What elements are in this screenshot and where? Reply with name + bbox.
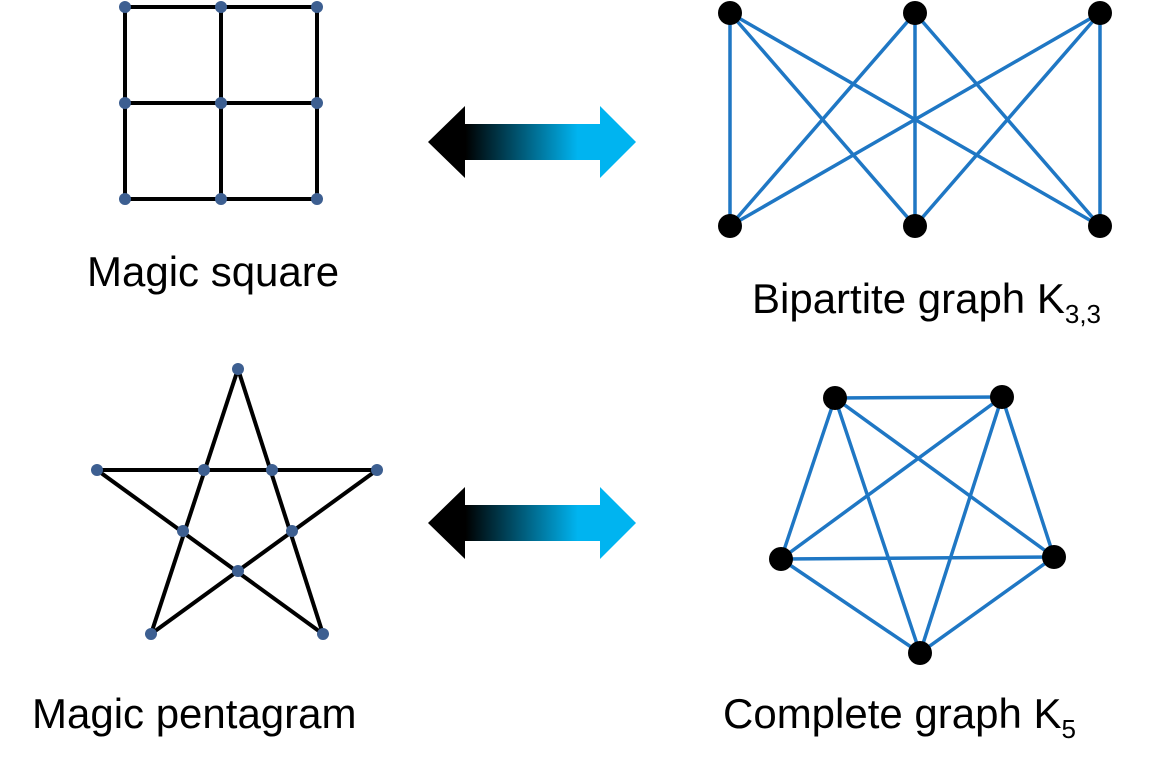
pentagram-edge [95,468,325,636]
pentagram-vertex [198,464,210,476]
magic-square-vertex [119,97,131,109]
bipartite-edge [729,11,1101,228]
double-arrow-bottom [428,487,636,559]
magic-square-vertex [215,97,227,109]
magic-square-label: Magic square [87,248,340,295]
pentagram-vertex [232,565,244,577]
complete-edge [918,555,1056,655]
magic-square-vertices [119,1,323,205]
bipartite-vertex [1088,214,1112,238]
bipartite-vertex [718,214,742,238]
pentagram-vertex [232,363,244,375]
complete-vertex [990,385,1014,409]
complete-edge [779,397,837,560]
bipartite-vertices [718,1,1112,238]
pentagram-edge [149,468,379,636]
complete-edge [1000,396,1056,558]
complete-vertex [769,547,793,571]
complete-graph-label: Complete graph K5 [723,690,1076,745]
pentagram-edge [236,368,325,635]
complete-edge [833,397,922,654]
bipartite-graph-label-subscript: 3,3 [1064,299,1102,329]
bipartite-edge [913,11,1102,228]
complete-graph-diagram [779,395,1056,655]
magic-pentagram-label: Magic pentagram [32,690,357,737]
complete-graph-label-main: Complete graph K [723,690,1062,737]
bipartite-graph-label-main: Bipartite graph K [752,275,1065,322]
pentagram-vertex [145,628,157,640]
pentagram-vertex [371,464,383,476]
complete-edge [834,395,1003,400]
pentagram-vertex [317,628,329,640]
complete-vertex [1042,545,1066,569]
complete-graph-label-subscript: 5 [1061,714,1076,744]
bipartite-edge [728,11,917,228]
pentagram-vertex [177,525,189,537]
magic-square-vertex [215,193,227,205]
complete-vertex [823,386,847,410]
pentagram-vertex [266,464,278,476]
magic-square-vertex [119,193,131,205]
bipartite-vertex [903,1,927,25]
complete-edge [918,396,1004,654]
pentagram-vertex [286,525,298,537]
magic-square-vertex [311,193,323,205]
complete-vertex [908,641,932,665]
magic-square-vertex [311,1,323,13]
magic-pentagram-vertices [91,363,383,640]
magic-square-vertex [215,1,227,13]
bipartite-graph-label: Bipartite graph K3,3 [752,275,1101,330]
complete-edge [833,396,1056,559]
pentagram-vertex [91,464,103,476]
complete-edge [779,395,1004,561]
bipartite-vertex [718,1,742,25]
magic-square-vertex [119,1,131,13]
bipartite-vertex [1088,1,1112,25]
double-arrow-top [428,106,636,178]
magic-square-vertex [311,97,323,109]
complete-graph-vertices [769,385,1066,665]
complete-edge [780,557,921,655]
bipartite-vertex [903,214,927,238]
pentagram-edge [149,368,240,635]
complete-edge [780,555,1055,561]
magic-pentagram-diagram [95,368,379,636]
bipartite-graph-diagram [728,11,1102,228]
